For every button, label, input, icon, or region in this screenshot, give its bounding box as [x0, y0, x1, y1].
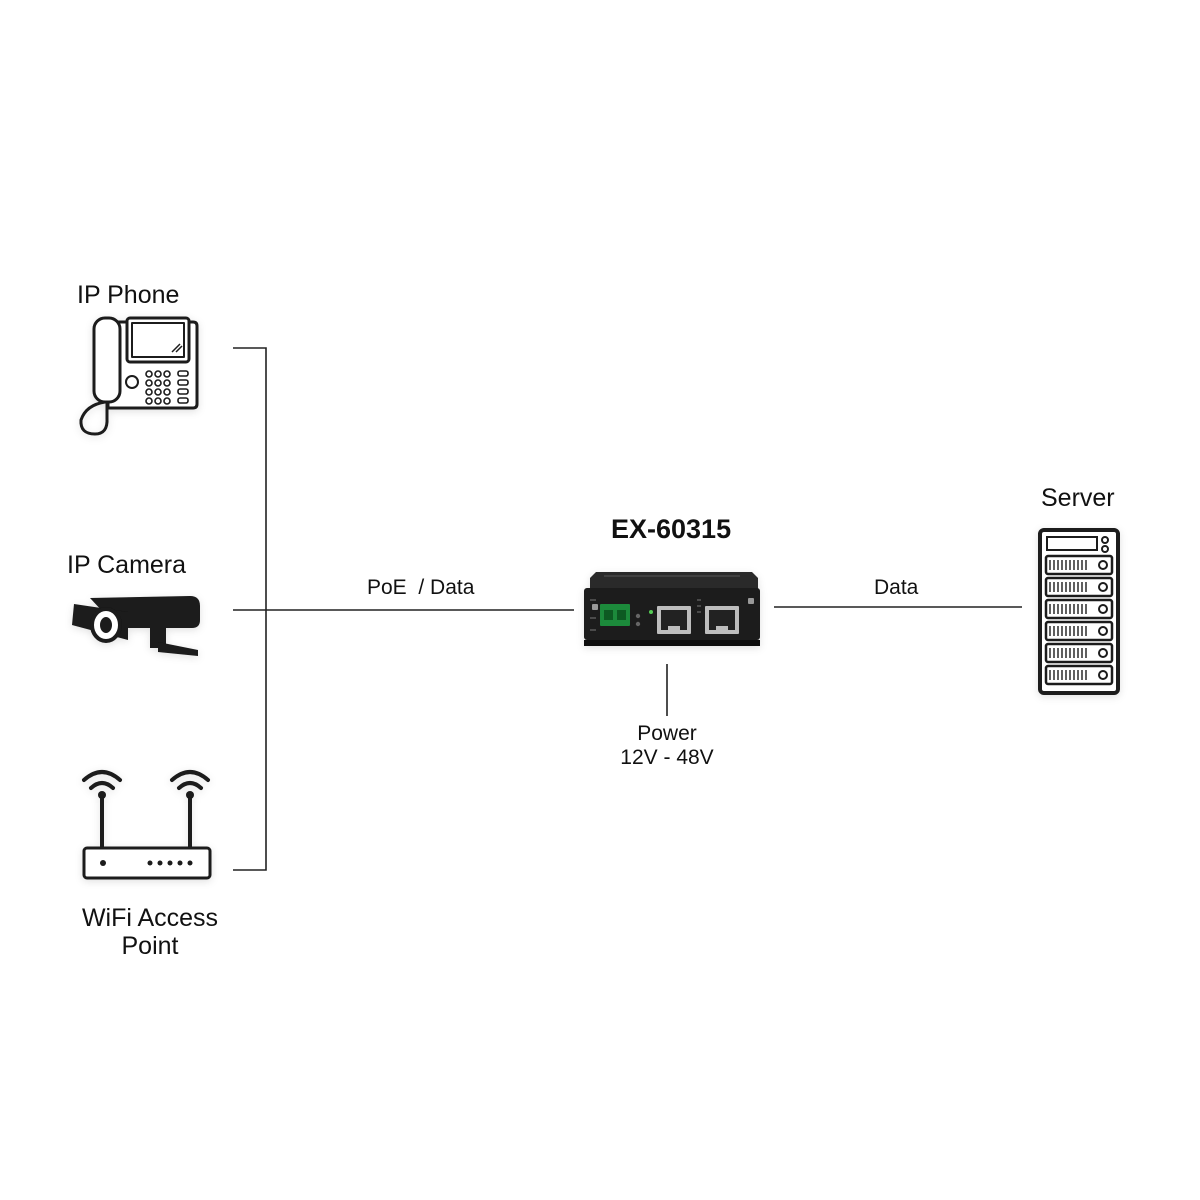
server-label: Server [1041, 484, 1115, 512]
power-label-line2: 12V - 48V [620, 745, 714, 769]
phone-icon [79, 316, 199, 436]
wifi-ap-label: WiFi Access Point [78, 904, 222, 960]
camera-icon [72, 596, 200, 656]
phone-bracket-line [233, 347, 267, 871]
wifi-router-icon [82, 770, 212, 880]
power-label: Power 12V - 48V [607, 722, 727, 769]
injector-model-label: EX-60315 [611, 514, 732, 544]
poe-injector-icon [584, 572, 760, 646]
server-icon [1038, 528, 1120, 695]
connection-lines [233, 347, 1022, 871]
ip-phone-label: IP Phone [77, 281, 180, 309]
data-label: Data [874, 576, 919, 599]
wifi-ap-label-line2: Point [121, 932, 179, 960]
wifi-ap-label-line1: WiFi Access [81, 904, 219, 932]
poe-data-label: PoE / Data [367, 576, 475, 599]
ip-camera-label: IP Camera [67, 551, 187, 579]
power-label-line1: Power [637, 722, 697, 745]
